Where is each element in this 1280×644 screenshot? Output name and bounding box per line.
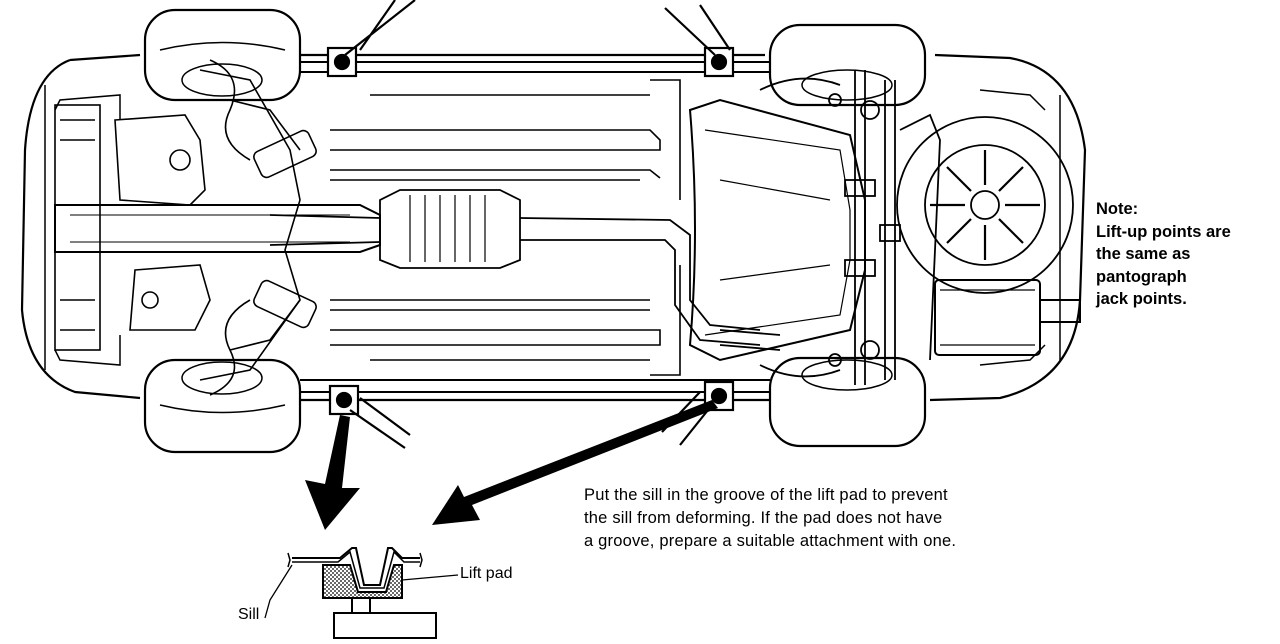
note-line: pantograph (1096, 267, 1187, 286)
note-line: Lift-up points are (1096, 222, 1231, 241)
front-left-wheel (143, 8, 302, 102)
lift-point-front-right (328, 384, 411, 449)
arrow-rear-lift-point (432, 400, 718, 525)
lift-point-front-left (326, 0, 416, 78)
rear-muffler (934, 279, 1081, 356)
front-right-wheel (143, 358, 302, 454)
sill-leader (264, 564, 293, 619)
spare-tire (896, 116, 1074, 294)
instruction-text-block: Put the sill in the groove of the lift p… (584, 484, 956, 553)
instruction-line: the sill from deforming. If the pad does… (584, 509, 943, 527)
note-line: the same as (1096, 245, 1191, 263)
lift-pad-leader (401, 574, 459, 581)
floor-frame-rails (330, 79, 681, 376)
lift-pad-detail (264, 547, 459, 639)
engine-area (54, 59, 317, 396)
note-text-block: Note: Lift-up points are the same as pan… (1096, 198, 1231, 311)
wheels (143, 8, 927, 454)
instruction-line: Put the sill in the groove of the lift p… (584, 486, 948, 504)
sill-label: Sill (238, 606, 260, 623)
callout-arrows (305, 400, 718, 530)
lift-pad-label: Lift pad (460, 565, 513, 582)
rear-right-wheel (768, 356, 927, 448)
fuel-tank (688, 98, 866, 362)
instruction-line: a groove, prepare a suitable attachment … (584, 532, 957, 550)
arrow-front-lift-point (305, 415, 360, 530)
sill-profile (292, 547, 420, 586)
exhaust-system (269, 189, 781, 351)
front-crossmember (54, 204, 381, 253)
lift-points (326, 0, 735, 449)
lift-point-rear-left (664, 4, 735, 78)
note-line: jack points. (1096, 290, 1187, 308)
rear-left-wheel (768, 23, 927, 107)
side-sills (300, 61, 770, 393)
car-body (20, 53, 1087, 402)
note-line: Note: (1096, 200, 1139, 218)
rear-suspension (759, 70, 941, 385)
lift-pad-block (322, 564, 403, 599)
